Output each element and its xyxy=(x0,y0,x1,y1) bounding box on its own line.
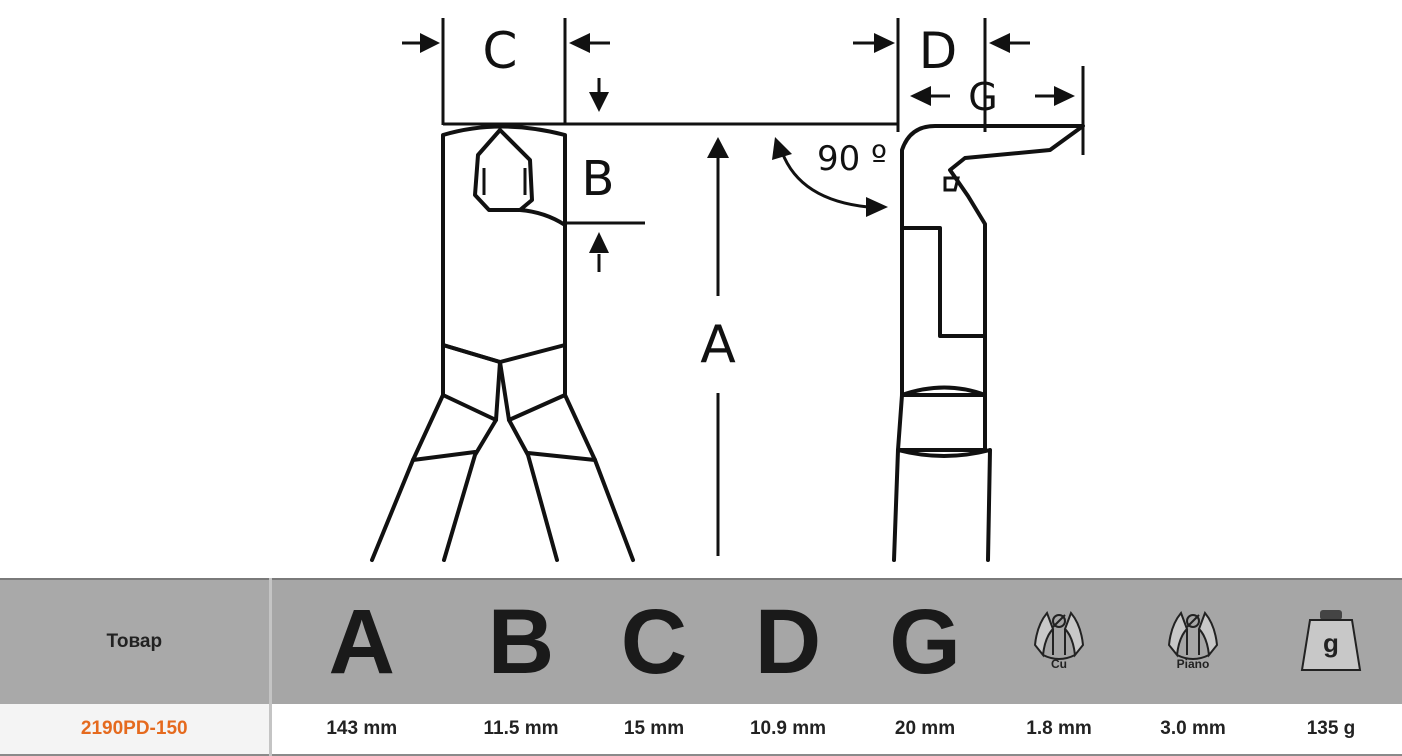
product-header: Товар xyxy=(0,578,272,704)
col-c-header: C xyxy=(590,578,718,704)
svg-text:Piano: Piano xyxy=(1177,657,1210,671)
plier-front-view xyxy=(370,124,635,562)
svg-text:Cu: Cu xyxy=(1051,657,1067,671)
table-header-row: Товар A B C D G Cu P xyxy=(0,578,1402,704)
value-g: 20 mm xyxy=(858,704,992,756)
col-a-header: A xyxy=(270,578,452,704)
dimension-lines xyxy=(402,18,1085,556)
spec-table: Товар A B C D G Cu P xyxy=(0,578,1402,756)
value-c: 15 mm xyxy=(590,704,718,756)
plier-dimension-diagram: C D G B A 90 º xyxy=(370,18,1085,562)
plier-side-view xyxy=(892,124,1085,562)
label-c: C xyxy=(483,22,518,80)
value-d: 10.9 mm xyxy=(718,704,858,756)
value-piano: 3.0 mm xyxy=(1126,704,1260,756)
svg-text:g: g xyxy=(1323,628,1339,658)
product-code[interactable]: 2190PD-150 xyxy=(0,704,272,756)
label-g: G xyxy=(968,75,997,119)
value-weight: 135 g xyxy=(1260,704,1402,756)
col-d-header: D xyxy=(718,578,858,704)
label-a: A xyxy=(700,315,736,375)
col-g-header: G xyxy=(858,578,992,704)
table-row: 2190PD-150 143 mm 11.5 mm 15 mm 10.9 mm … xyxy=(0,704,1402,756)
label-angle: 90 º xyxy=(817,139,887,179)
weight-icon: g xyxy=(1260,578,1402,704)
col-b-header: B xyxy=(452,578,590,704)
copper-wire-cut-icon: Cu xyxy=(992,578,1126,704)
value-b: 11.5 mm xyxy=(452,704,590,756)
piano-wire-cut-icon: Piano xyxy=(1126,578,1260,704)
value-copper: 1.8 mm xyxy=(992,704,1126,756)
label-d: D xyxy=(919,22,958,80)
label-b: B xyxy=(582,151,615,207)
value-a: 143 mm xyxy=(270,704,452,756)
